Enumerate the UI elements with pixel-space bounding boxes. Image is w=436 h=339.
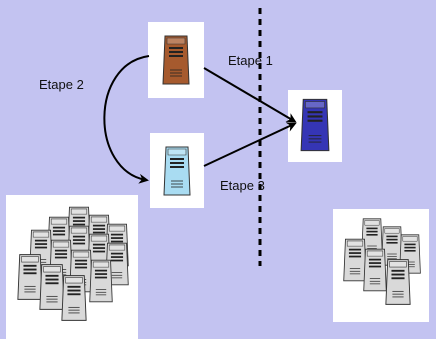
step1-arrow xyxy=(203,67,297,123)
step1-label: Etape 1 xyxy=(228,53,273,68)
target-server-icon xyxy=(300,98,330,152)
step2-label: Etape 2 xyxy=(39,77,84,92)
step3-label: Etape 3 xyxy=(220,178,265,193)
step2-arrow xyxy=(103,55,150,184)
step3-arrow xyxy=(203,122,297,167)
intermediate-server-icon xyxy=(163,146,191,196)
source-server-icon xyxy=(162,35,190,85)
right-server-cluster-icon xyxy=(343,218,421,305)
left-server-cluster-icon xyxy=(17,206,129,321)
